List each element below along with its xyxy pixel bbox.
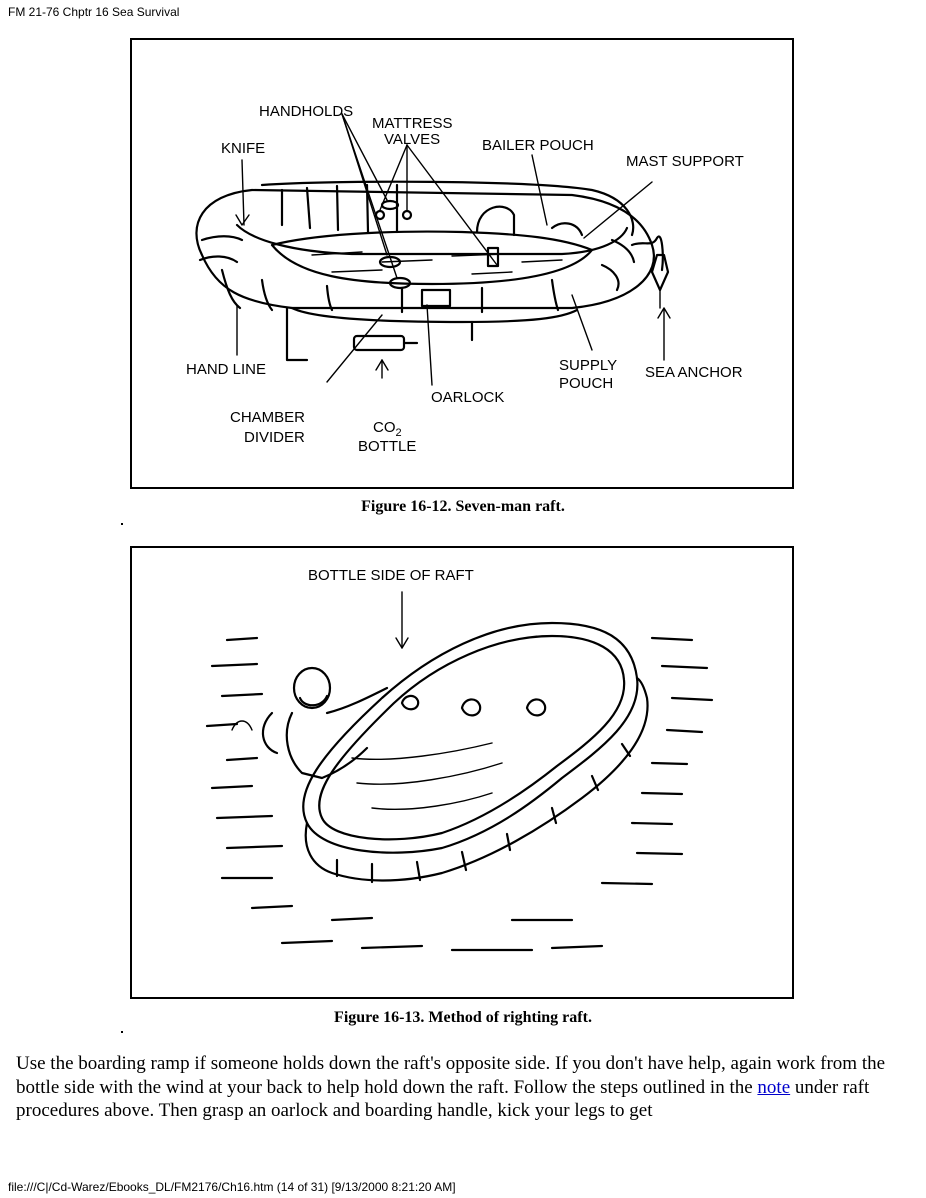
label-sea-anchor: SEA ANCHOR [645,364,743,381]
label-bailer-pouch: BAILER POUCH [482,137,594,154]
figure-12-caption: Figure 16-12. Seven-man raft. [361,498,565,515]
stray-dot [121,1031,123,1033]
pointer-lines [235,113,671,386]
stray-dot [121,523,123,525]
seven-man-raft-illustration: HANDHOLDS MATTRESS VALVES KNIFE BAILER P… [186,103,744,455]
label-oarlock: OARLOCK [431,389,504,406]
label-supply: SUPPLY [559,357,617,374]
label-divider: DIVIDER [244,429,305,446]
label-mattress: MATTRESS [372,115,453,132]
page-header: FM 21-76 Chptr 16 Sea Survival [8,5,180,19]
label-handholds: HANDHOLDS [259,103,353,120]
figure-seven-man-raft: HANDHOLDS MATTRESS VALVES KNIFE BAILER P… [130,38,794,489]
label-hand-line: HAND LINE [186,361,266,378]
label-chamber: CHAMBER [230,409,305,426]
body-paragraph: Use the boarding ramp if someone holds d… [16,1052,912,1123]
body-text-part-1: Use the boarding ramp if someone holds d… [16,1053,886,1098]
label-mast-support: MAST SUPPORT [626,153,744,170]
note-link[interactable]: note [757,1076,791,1098]
righting-raft-illustration: BOTTLE SIDE OF RAFT [205,567,714,952]
body-text-part-2: under raft procedures above. Then grasp … [16,1076,870,1122]
label-valves: VALVES [384,131,440,148]
figure-righting-raft: BOTTLE SIDE OF RAFT [130,546,794,999]
label-bottle-side: BOTTLE SIDE OF RAFT [308,567,474,584]
raft-drawing [195,180,670,362]
water-lines [205,636,714,952]
figure-13-caption: Figure 16-13. Method of righting raft. [334,1009,592,1026]
label-pouch: POUCH [559,375,613,392]
label-knife: KNIFE [221,140,265,157]
label-co2: CO2 [373,419,402,439]
page-footer: file:///C|/Cd-Warez/Ebooks_DL/FM2176/Ch1… [8,1180,456,1194]
overturned-raft-drawing [261,621,649,884]
bottle-side-arrowhead [395,637,409,649]
label-bottle: BOTTLE [358,438,416,455]
